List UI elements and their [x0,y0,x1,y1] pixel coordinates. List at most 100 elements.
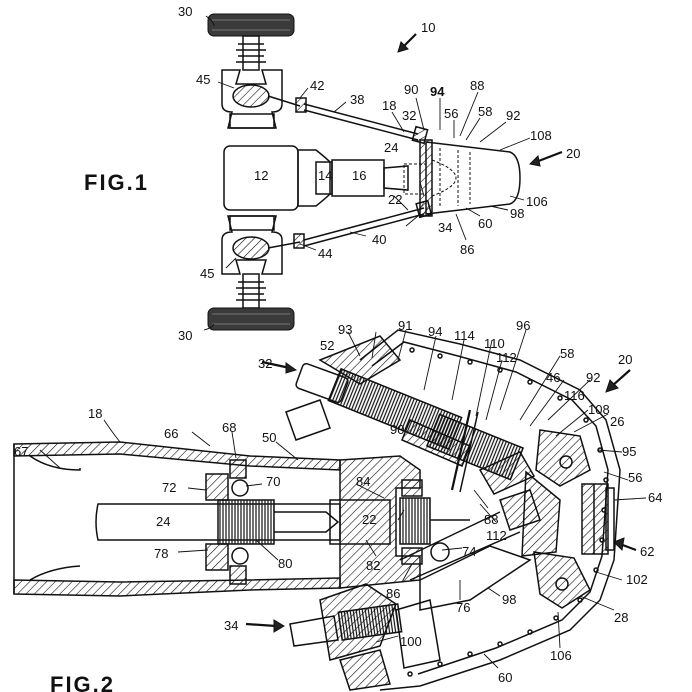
ref-label: 98 [502,592,516,607]
reference-numerals: 10 30 45 42 38 18 90 94 88 32 56 58 92 1… [14,4,662,685]
arrow-20 [535,150,563,164]
ref-label: 84 [356,474,370,489]
input-shaft-24 [95,499,341,545]
ref-label: 14 [318,168,332,183]
ref-label: 18 [88,406,102,421]
ref-label: 112 [496,350,517,365]
arrow-32-head [285,362,298,374]
tie-rod-40 [303,199,433,247]
ref-label: 110 [484,336,505,351]
ref-label: 94 [430,84,445,99]
ref-label: 106 [526,194,548,209]
upper-output-assembly [285,335,536,495]
figure-2 [13,329,647,691]
ref-label: 68 [222,420,236,435]
ref-label: 28 [614,610,628,625]
bell-housing-18 [13,441,341,597]
wheel-bottom [207,273,295,331]
arrow-32 [261,360,291,370]
ref-label: 98 [510,206,524,221]
ref-label: 86 [460,242,474,257]
housing-rivets [407,347,609,677]
ref-label: 10 [421,20,435,35]
ref-label: 60 [498,670,512,685]
ref-label: 45 [196,72,210,87]
ref-label: 22 [388,192,402,207]
arrow-34 [245,622,277,628]
ref-label: 34 [438,220,452,235]
ref-label: 92 [586,370,600,385]
lower-output-assembly [289,511,532,691]
ref-label: 94 [428,324,442,339]
ref-label: 90 [404,82,418,97]
fig1-title: FIG.1 [84,170,149,195]
ref-label: 30 [178,4,192,19]
ref-label: 114 [454,328,475,343]
ref-label: 74 [462,544,476,559]
bearings-70-78 [205,459,249,585]
ref-label: 58 [478,104,492,119]
ref-label: 116 [564,388,585,403]
ref-label: 106 [550,648,572,663]
ref-label: 18 [382,98,396,113]
ref-label: 102 [626,572,648,587]
ref-label: 91 [398,318,412,333]
ref-label: 95 [622,444,636,459]
tie-rod-38 [303,103,429,145]
ref-label: 76 [456,600,470,615]
center-housing-22 [329,455,470,589]
ref-label: 72 [162,480,176,495]
ref-label: 32 [402,108,416,123]
ref-label: 64 [648,490,662,505]
leader-lines-fig2 [39,329,647,669]
steering-knuckle-top [221,69,307,129]
ref-label: 30 [178,328,192,343]
ref-label: 26 [610,414,624,429]
ref-label: 100 [400,634,422,649]
ref-label: 50 [262,430,276,445]
ref-label: 67 [14,444,28,459]
steering-knuckle-bottom [221,215,305,275]
fig2-title: FIG.2 [50,672,115,692]
figure-1 [203,13,563,331]
ref-label: 56 [628,470,642,485]
ref-label: 96 [516,318,530,333]
outer-housing-46 [359,329,621,691]
ref-label: 88 [470,78,484,93]
ref-label: 62 [640,544,654,559]
ref-label: 12 [254,168,268,183]
ref-label: 92 [506,108,520,123]
ref-label: 82 [366,558,380,573]
side-gears [499,429,591,609]
ref-label: 70 [266,474,280,489]
arrow-10-head [397,41,409,53]
ref-label: 46 [546,370,560,385]
ref-label: 45 [200,266,214,281]
ref-label: 52 [320,338,334,353]
ref-label: 24 [384,140,398,155]
ref-label: 86 [386,586,400,601]
arrow-62-head [613,537,625,552]
ref-label: 32 [258,356,272,371]
ref-label: 66 [164,426,178,441]
arrow-34-head [273,619,285,633]
ref-label: 108 [588,402,610,417]
ref-label: 56 [444,106,458,121]
ref-label: 78 [154,546,168,561]
ref-label: 20 [566,146,580,161]
ref-label: 108 [530,128,552,143]
differential-housing [419,139,521,217]
ref-label: 44 [318,246,332,261]
wheel-top [207,13,295,71]
leader-lines-fig1 [203,15,531,331]
ref-label: 60 [478,216,492,231]
ref-label: 24 [156,514,170,529]
ref-label: 38 [350,92,364,107]
ref-label: 40 [372,232,386,247]
arrow-20-head [528,154,541,167]
ref-label: 22 [362,512,376,527]
arrow-20b [611,369,631,387]
ref-label: 90 [390,422,404,437]
ref-label: 93 [338,322,352,337]
